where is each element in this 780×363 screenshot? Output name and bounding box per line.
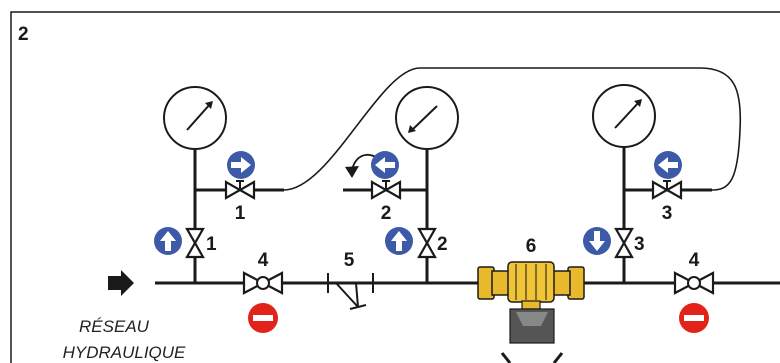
riser-valve-2 — [417, 227, 437, 259]
riser-valve-label-2: 2 — [437, 234, 448, 255]
riser-valve-1 — [185, 227, 205, 259]
riser-valve-label-1: 1 — [206, 234, 217, 255]
flow-up-icon-2 — [385, 227, 413, 255]
isolation-valve-label-left: 4 — [258, 250, 269, 271]
branch-valve-label-2: 2 — [381, 203, 392, 224]
pressure-gauge-3 — [592, 84, 656, 148]
flow-left-icon-3 — [654, 151, 682, 179]
measuring-hose — [283, 67, 742, 191]
riser-lines — [193, 148, 626, 283]
riser-valve-3 — [614, 227, 634, 259]
pressure-gauge-1 — [163, 86, 227, 150]
network-label-line2: HYDRAULIQUE — [63, 343, 186, 362]
strainer — [327, 273, 374, 310]
flow-right-icon-1 — [227, 151, 255, 179]
branch-valve-label-1: 1 — [235, 203, 246, 224]
branch-valve-1 — [224, 180, 256, 200]
flow-left-icon-2 — [371, 151, 399, 179]
device-label: 6 — [526, 236, 537, 257]
flow-up-icon-1 — [154, 227, 182, 255]
isolation-valve-left — [242, 271, 284, 295]
branch-valve-2 — [370, 180, 402, 200]
brass-device — [477, 261, 585, 363]
strainer-label: 5 — [344, 250, 355, 271]
riser-valve-label-3: 3 — [634, 234, 645, 255]
network-label-line1: RÉSEAU — [79, 317, 150, 336]
panel-number: 2 — [18, 24, 29, 45]
branch-valve-label-3: 3 — [662, 203, 673, 224]
isolation-valve-label-right: 4 — [689, 250, 700, 271]
no-entry-icon-left — [248, 303, 278, 333]
inlet-arrow-icon — [108, 270, 134, 296]
panel-frame — [10, 11, 780, 363]
isolation-valve-right — [673, 271, 715, 295]
flow-down-icon-3 — [583, 227, 611, 255]
branch-valve-3 — [651, 180, 683, 200]
no-entry-icon-right — [679, 303, 709, 333]
pressure-gauge-2 — [395, 86, 459, 150]
